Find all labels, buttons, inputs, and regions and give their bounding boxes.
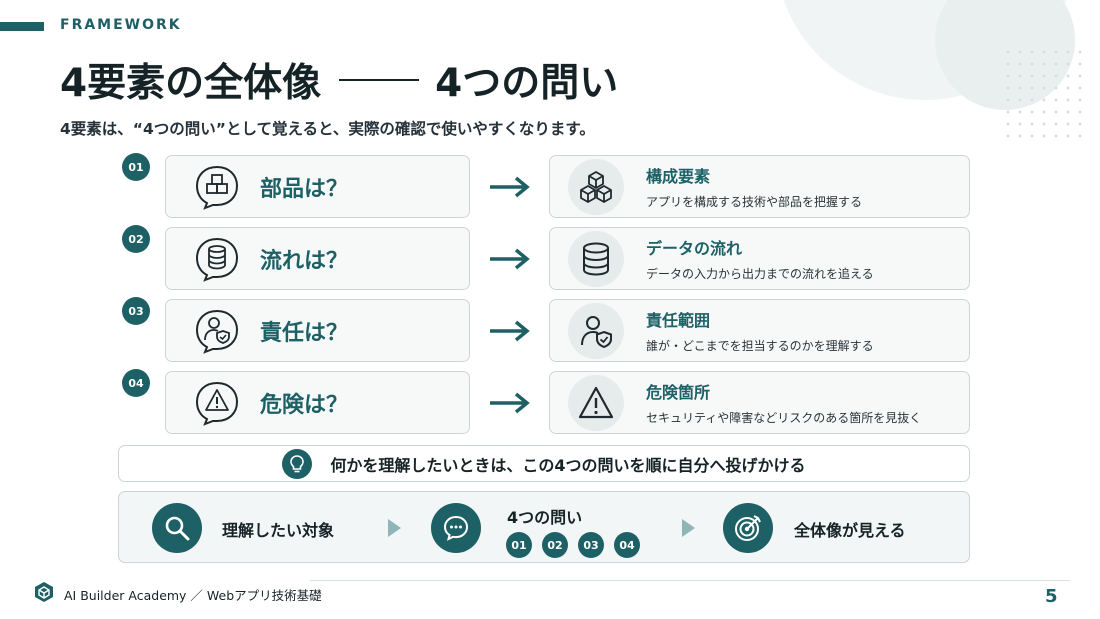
arrow-right-icon [490, 248, 530, 270]
question-pill: 03 [578, 532, 604, 558]
answer-card: 危険箇所 セキュリティや障害などリスクのある箇所を見抜く [549, 371, 970, 434]
arrow-right-icon [490, 320, 530, 342]
answer-description: セキュリティや障害などリスクのある箇所を見抜く [646, 411, 922, 425]
tip-text: 何かを理解したいときは、この4つの問いを順に自分へ投げかける [330, 455, 806, 475]
answer-heading: データの流れ [646, 239, 743, 258]
flow-step-target: 理解したい対象 [222, 521, 335, 540]
database-icon [568, 230, 624, 287]
question-card: 危険は？ [165, 371, 470, 434]
accent-bar [0, 22, 44, 31]
answer-heading: 責任範囲 [646, 311, 711, 330]
row-number-badge: 04 [122, 369, 150, 397]
flow-step-result: 全体像が見える [794, 521, 906, 540]
footer-text: AI Builder Academy ／ Webアプリ技術基礎 [64, 588, 322, 603]
flow-arrow-icon [388, 519, 401, 537]
search-icon [152, 503, 202, 553]
warning-icon [568, 374, 624, 431]
flow-arrow-icon [682, 519, 695, 537]
arrow-right-icon [490, 176, 530, 198]
page-title-right: 4つの問い [435, 61, 619, 106]
tip-banner: 何かを理解したいときは、この4つの問いを順に自分へ投げかける [118, 445, 970, 482]
flow-step-questions: 4つの問い [507, 508, 583, 527]
question-pill: 01 [506, 532, 532, 558]
question-pill: 02 [542, 532, 568, 558]
question-card: 部品は？ [165, 155, 470, 218]
page-title: 4要素の全体像 4つの問い [60, 52, 618, 108]
row-number-badge: 02 [122, 225, 150, 253]
answer-description: データの入力から出力までの流れを追える [646, 267, 874, 281]
cube-logo-icon [35, 582, 53, 602]
user-shield-bubble-icon [195, 309, 239, 354]
lightbulb-icon [282, 448, 313, 479]
section-kicker: FRAMEWORK [60, 17, 182, 33]
answer-card: データの流れ データの入力から出力までの流れを追える [549, 227, 970, 290]
answer-heading: 構成要素 [646, 167, 711, 186]
row-number-badge: 03 [122, 297, 150, 325]
row-number-badge: 01 [122, 153, 150, 181]
answer-card: 構成要素 アプリを構成する技術や部品を把握する [549, 155, 970, 218]
flow-panel: 理解したい対象 4つの問い 01 02 03 04 全体像が見える [118, 491, 970, 563]
question-text: 責任は？ [260, 320, 349, 346]
page-title-left: 4要素の全体像 [60, 61, 322, 106]
answer-description: 誰が・どこまでを担当するのかを理解する [646, 339, 874, 353]
question-text: 危険は？ [260, 392, 349, 418]
blocks-icon [568, 158, 624, 215]
question-text: 部品は？ [260, 176, 349, 202]
page-number: 5 [1045, 586, 1058, 607]
footer-divider [310, 580, 1070, 581]
blocks-bubble-icon [195, 165, 239, 210]
answer-description: アプリを構成する技術や部品を把握する [646, 195, 863, 209]
question-pill: 04 [614, 532, 640, 558]
answer-heading: 危険箇所 [646, 383, 711, 402]
answer-card: 責任範囲 誰が・どこまでを担当するのかを理解する [549, 299, 970, 362]
background-dot-grid [1002, 46, 1082, 146]
target-icon [723, 503, 773, 553]
database-bubble-icon [195, 237, 239, 282]
question-text: 流れは？ [260, 248, 349, 274]
title-divider [339, 79, 420, 81]
user-shield-icon [568, 302, 624, 359]
warning-bubble-icon [195, 381, 239, 426]
question-card: 流れは？ [165, 227, 470, 290]
question-card: 責任は？ [165, 299, 470, 362]
page-subtitle: 4要素は、“4つの問い”として覚えると、実際の確認で使いやすくなります。 [60, 120, 595, 138]
chat-bubble-icon [431, 503, 481, 553]
arrow-right-icon [490, 392, 530, 414]
